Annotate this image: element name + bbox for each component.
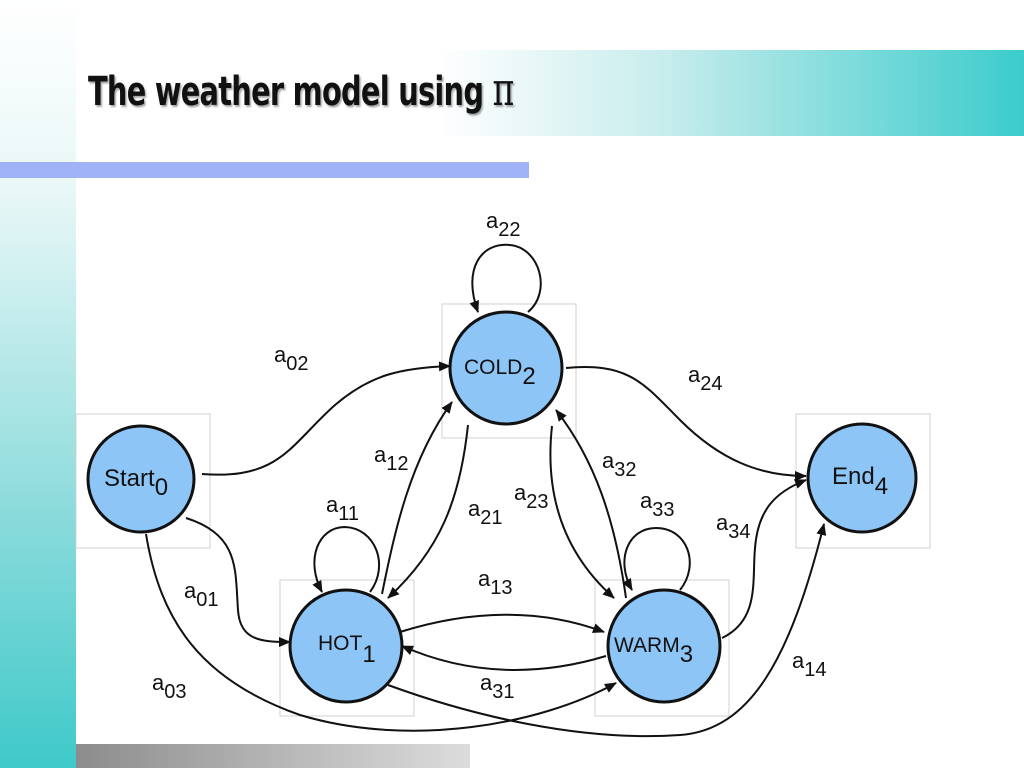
state-start-index: 0: [155, 474, 168, 501]
edge-warm-end: [721, 479, 807, 639]
slide-title: The weather model using π: [88, 62, 514, 116]
svg-text:Start0: Start0: [104, 465, 168, 501]
label-a12: a12: [374, 442, 409, 475]
state-hot: HOT1: [288, 588, 404, 704]
title-gradient-band: [76, 50, 1024, 136]
state-end: End4: [806, 422, 918, 534]
state-start-name: Start: [104, 465, 155, 492]
label-a02: a02: [274, 342, 309, 375]
slide-title-text: The weather model using: [88, 69, 484, 115]
edge-cold-hot: [387, 424, 469, 599]
label-a34: a34: [716, 510, 751, 543]
state-start: Start0: [86, 424, 196, 534]
label-a21: a21: [468, 496, 503, 529]
title-underline-rule: [0, 162, 529, 178]
frame-start: [75, 413, 211, 549]
transition-labels: a01 a02 a03 a11 a12 a13 a14 a21 a22 a23 …: [152, 208, 827, 703]
state-warm-name: WARM: [614, 634, 680, 657]
state-warm: WARM3: [606, 588, 722, 704]
label-a32: a32: [602, 448, 637, 481]
bottom-decor-bar: [76, 744, 470, 768]
label-a13: a13: [478, 566, 513, 599]
label-a01: a01: [184, 578, 219, 611]
edge-hot-self: [312, 525, 380, 593]
left-decor-bar: [0, 0, 76, 768]
label-a31: a31: [480, 670, 515, 703]
state-end-index: 4: [875, 473, 888, 500]
frame-warm: [594, 579, 730, 717]
edge-hot-cold: [381, 401, 453, 595]
edge-start-warm: [145, 533, 617, 732]
svg-text:HOT1: HOT1: [318, 632, 376, 668]
edge-hot-warm: [399, 613, 605, 633]
label-a23: a23: [514, 480, 549, 513]
svg-text:End4: End4: [832, 463, 888, 500]
edge-cold-self: [469, 243, 542, 313]
edge-warm-self: [622, 526, 691, 591]
label-a11: a11: [326, 492, 359, 525]
state-end-name: End: [832, 463, 875, 490]
state-cold-name: COLD: [464, 356, 522, 379]
edges: [145, 243, 827, 738]
edge-warm-cold: [555, 409, 627, 599]
edge-start-cold: [201, 361, 451, 476]
label-a22: a22: [486, 208, 521, 241]
label-a24: a24: [688, 362, 723, 395]
svg-text:WARM3: WARM3: [614, 634, 693, 668]
state-cold-index: 2: [522, 363, 535, 390]
label-a03: a03: [152, 670, 187, 703]
edge-start-hot: [185, 517, 291, 647]
state-hot-index: 1: [362, 641, 375, 668]
state-hot-name: HOT: [318, 632, 363, 655]
edge-cold-warm: [549, 425, 615, 599]
state-cold: COLD2: [448, 310, 564, 426]
edge-hot-end: [387, 523, 827, 738]
label-a14: a14: [792, 648, 827, 681]
edge-cold-end: [565, 366, 807, 481]
svg-text:COLD2: COLD2: [464, 356, 536, 390]
pi-symbol: π: [492, 62, 515, 116]
edge-warm-hot: [401, 645, 607, 671]
state-warm-index: 3: [680, 641, 693, 668]
label-a33: a33: [640, 488, 675, 521]
